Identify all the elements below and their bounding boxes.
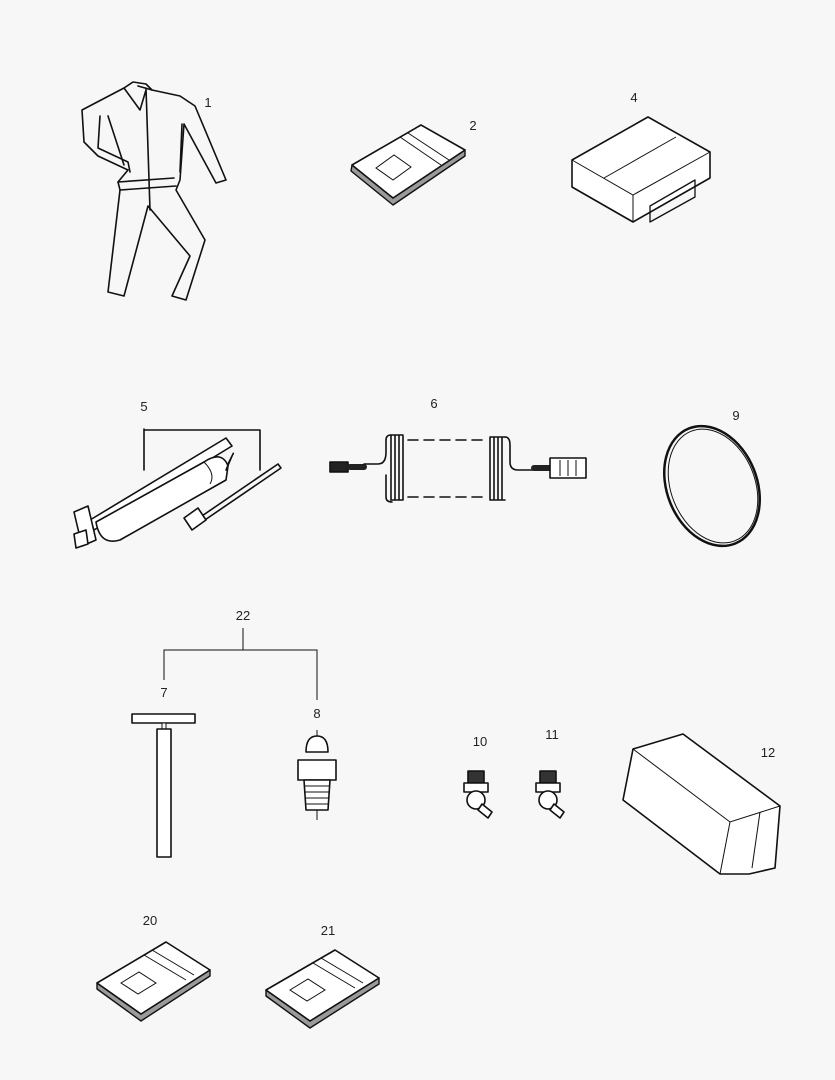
- booklet-icon: [350, 124, 466, 206]
- part-label-10: 10: [472, 734, 488, 749]
- part-label-11: 11: [545, 727, 559, 742]
- part-label-6: 6: [430, 396, 438, 411]
- group-bracket-icon: [163, 628, 318, 700]
- part-label-9: 9: [732, 408, 740, 423]
- grease-gun-icon: [73, 428, 282, 549]
- belt-icon: [662, 424, 762, 548]
- t-handle-icon: [131, 713, 196, 858]
- part-label-8: 8: [313, 706, 321, 721]
- angled-nipple-icon: [535, 770, 565, 819]
- box-icon: [622, 733, 781, 875]
- angled-nipple-icon: [463, 770, 493, 819]
- part-label-12: 12: [760, 745, 776, 760]
- coverall-icon: [81, 81, 227, 301]
- grease-nipple-icon: [297, 730, 337, 820]
- part-label-7: 7: [160, 685, 168, 700]
- booklet-icon: [265, 949, 380, 1029]
- part-label-5: 5: [140, 399, 148, 414]
- booklet-icon: [96, 941, 211, 1022]
- part-label-21: 21: [320, 923, 336, 938]
- part-label-22: 22: [235, 608, 251, 623]
- part-label-2: 2: [469, 118, 477, 133]
- part-label-4: 4: [630, 90, 638, 105]
- part-label-1: 1: [204, 95, 212, 110]
- coiled-hose-icon: [329, 434, 587, 503]
- box-icon: [571, 116, 711, 223]
- part-label-20: 20: [142, 913, 158, 928]
